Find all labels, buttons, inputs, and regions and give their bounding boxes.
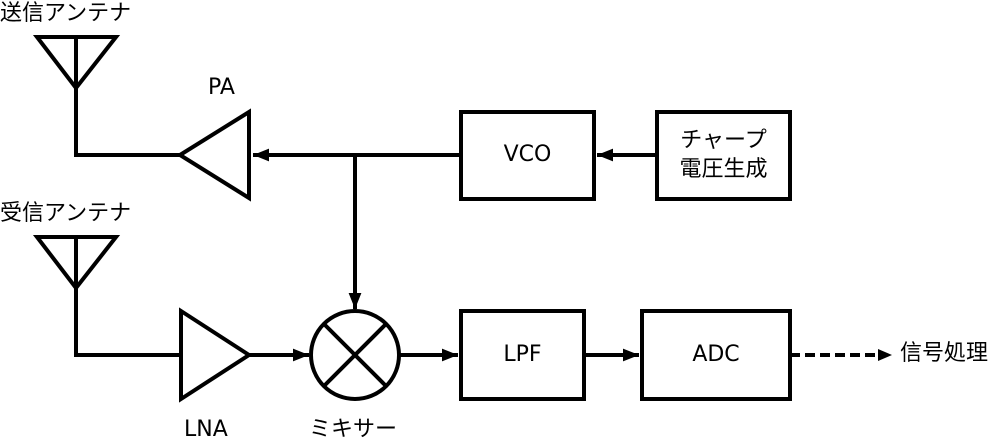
lpf-label-wrap: LPF bbox=[461, 311, 584, 399]
lna-label: LNA bbox=[184, 417, 228, 442]
adc-label: ADC bbox=[692, 341, 740, 367]
pa-amplifier-triangle bbox=[176, 108, 251, 202]
adc-to-dsp-arrowhead bbox=[878, 349, 892, 361]
lpf-label: LPF bbox=[503, 341, 542, 367]
rx-antenna-label: 受信アンテナ bbox=[0, 201, 132, 226]
chirp-label-wrap: チャープ 電圧生成 bbox=[657, 112, 790, 199]
vco-label: VCO bbox=[503, 142, 552, 168]
tx-antenna-icon bbox=[32, 35, 121, 155]
rx-antenna-icon bbox=[32, 235, 121, 355]
adc-label-wrap: ADC bbox=[642, 311, 790, 399]
vco-label-wrap: VCO bbox=[461, 112, 594, 199]
signal-processing-label: 信号処理 bbox=[900, 341, 989, 366]
lna-amplifier-triangle bbox=[179, 307, 253, 403]
pa-label: PA bbox=[208, 75, 235, 100]
mixer-label: ミキサー bbox=[309, 417, 398, 442]
mixer-icon bbox=[309, 309, 401, 401]
chirp-label-line1: チャープ bbox=[680, 127, 767, 153]
tx-antenna-label: 送信アンテナ bbox=[0, 1, 132, 26]
vco-block bbox=[459, 110, 596, 201]
chirp-label-line2: 電圧生成 bbox=[679, 156, 768, 182]
mixer-cross-b bbox=[322, 322, 388, 388]
